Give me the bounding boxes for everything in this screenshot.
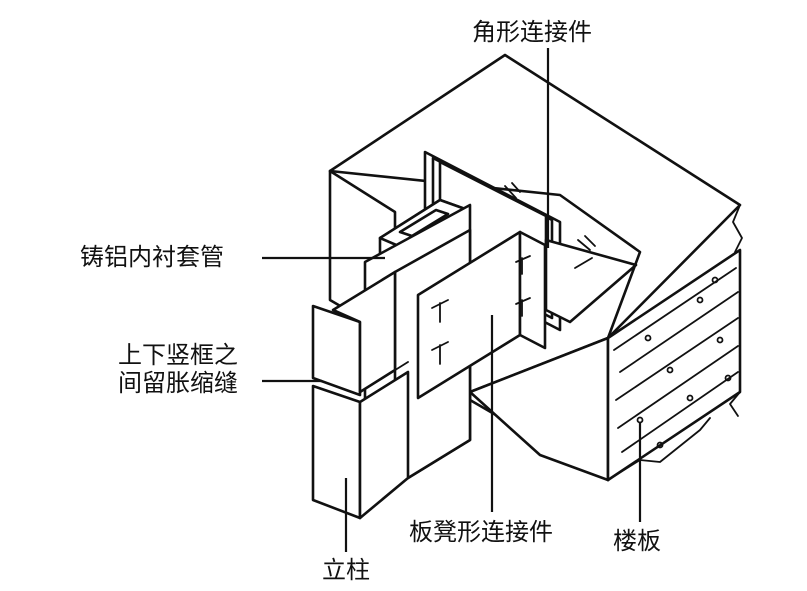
- label-mullion: 立柱: [322, 556, 370, 584]
- label-cast-aluminum-sleeve: 铸铝内衬套管: [80, 243, 224, 271]
- label-angle-connector: 角形连接件: [472, 18, 592, 46]
- label-bench-connector: 板凳形连接件: [409, 518, 553, 546]
- label-expansion-joint-line1: 上下竖框之: [118, 341, 238, 369]
- bench-connector-drawing: [416, 230, 547, 400]
- label-expansion-joint-line2: 间留胀缩缝: [118, 369, 238, 397]
- label-floor-slab: 楼板: [613, 527, 661, 555]
